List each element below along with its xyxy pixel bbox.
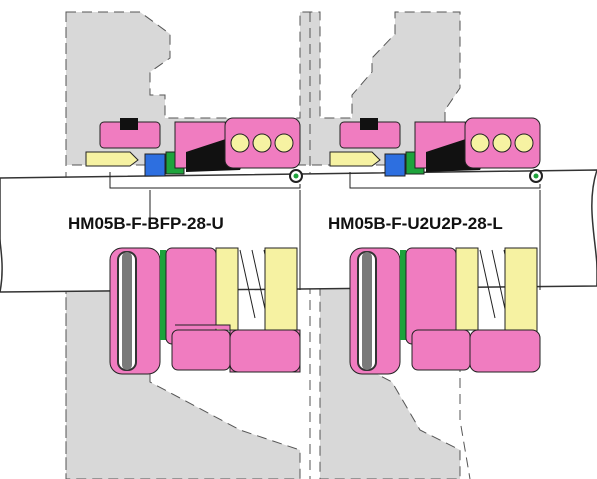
left-seal-label: HM05B-F-BFP-28-U: [68, 214, 224, 233]
right-seal-lower: [349, 247, 541, 375]
left-seal-upper: [85, 117, 303, 189]
right-seal-label: HM05B-F-U2U2P-28-L: [328, 214, 503, 233]
right-seal-upper: [329, 117, 543, 189]
left-seal-lower: [109, 247, 301, 375]
